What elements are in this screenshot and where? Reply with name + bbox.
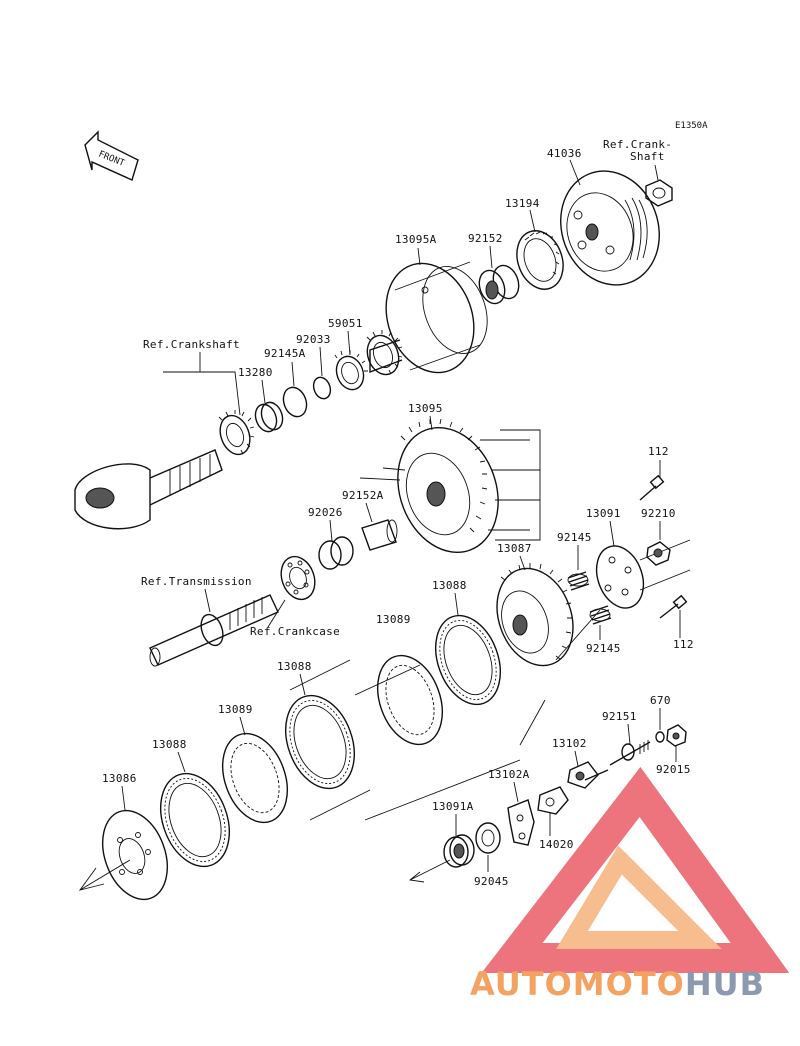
label-ref-transmission: Ref.Transmission <box>141 575 252 588</box>
part-92015-nut <box>666 724 687 747</box>
label-13102: 13102 <box>552 737 587 750</box>
part-670-oring <box>655 731 665 743</box>
part-14020-cam <box>537 786 569 815</box>
watermark-automoto: AUTOMOTOHUB <box>470 965 765 1003</box>
label-92145-bottom: 92145 <box>586 642 621 655</box>
part-13088-friction-plate-left <box>160 772 230 868</box>
part-112-bolt-top <box>639 474 665 501</box>
watermark-part1: AUTOMOTO <box>470 965 685 1003</box>
part-92026-collar <box>318 536 354 570</box>
crankshaft <box>74 449 223 530</box>
label-13280: 13280 <box>238 366 273 379</box>
label-ref-crankcase: Ref.Crankcase <box>250 625 340 638</box>
label-ref-crankshaft: Ref.Crankshaft <box>143 338 240 351</box>
label-92152A: 92152A <box>342 489 384 502</box>
crankshaft-gear <box>218 410 255 456</box>
part-13095A-primary-drum <box>369 261 488 374</box>
diagram-code: E1350A <box>675 121 708 131</box>
label-92210: 92210 <box>641 507 676 520</box>
part-112-bolt-bottom <box>659 594 688 619</box>
part-13088-friction-plate-mid <box>285 694 355 790</box>
label-92045: 92045 <box>474 875 509 888</box>
part-41036-housing <box>560 170 660 286</box>
label-41036: 41036 <box>547 147 582 160</box>
part-13088-friction-plate-upper <box>435 614 501 706</box>
part-92145A-washer <box>312 376 332 400</box>
part-92045-bearing <box>475 822 501 854</box>
label-92033: 92033 <box>296 333 331 346</box>
part-92145-spring-top <box>567 571 590 591</box>
label-13088-top: 13088 <box>432 579 467 592</box>
crankshaft-nut <box>645 179 673 207</box>
part-13089-steel-plate-upper <box>377 654 443 746</box>
part-13086-plate <box>102 809 168 901</box>
part-13087-clutch-hub <box>496 563 574 667</box>
label-112-top: 112 <box>648 445 669 458</box>
label-13087: 13087 <box>497 542 532 555</box>
label-13194: 13194 <box>505 197 540 210</box>
axis-arrow-release <box>408 859 451 883</box>
label-92145-top: 92145 <box>557 531 592 544</box>
part-92152A-sleeve <box>361 519 398 551</box>
watermark-part2: HUB <box>685 965 765 1003</box>
assembly-guide-lines <box>289 659 521 821</box>
label-13086: 13086 <box>102 772 137 785</box>
part-92151-push-rod <box>609 740 651 766</box>
part-13194-bearing <box>516 230 564 290</box>
label-13089-mid: 13089 <box>218 703 253 716</box>
label-13102A: 13102A <box>488 768 530 781</box>
part-13091A-seal <box>443 834 475 868</box>
label-92026: 92026 <box>308 506 343 519</box>
label-13095: 13095 <box>408 402 443 415</box>
label-13089-top: 13089 <box>376 613 411 626</box>
label-13091: 13091 <box>586 507 621 520</box>
part-92145-spring-bottom <box>589 605 612 625</box>
part-13280-spacer <box>254 401 284 433</box>
axis-arrow-plates <box>78 859 131 891</box>
label-112-bottom: 112 <box>673 638 694 651</box>
part-13102A-lever <box>507 799 535 846</box>
label-92152: 92152 <box>468 232 503 245</box>
label-ref-crank-shaft-1: Ref.Crank- <box>603 138 672 151</box>
part-13091-pressure-plate <box>595 539 691 609</box>
front-arrow-icon: FRONT <box>84 130 139 181</box>
label-13088-left: 13088 <box>152 738 187 751</box>
logo-triangle-icon <box>481 766 790 973</box>
part-13095-clutch-housing <box>359 418 541 554</box>
label-92015: 92015 <box>656 763 691 776</box>
label-14020: 14020 <box>539 838 574 851</box>
label-13095A: 13095A <box>395 233 437 246</box>
ball-bearing <box>280 555 316 601</box>
label-13088-mid: 13088 <box>277 660 312 673</box>
automotohub-logo <box>481 766 790 973</box>
label-ref-crank-shaft-2: Shaft <box>630 150 665 163</box>
part-13089-steel-plate-mid <box>222 732 288 824</box>
part-92210-nut <box>646 541 671 566</box>
label-13091A: 13091A <box>432 800 474 813</box>
label-670: 670 <box>650 694 671 707</box>
part-92145A-ring <box>282 386 308 418</box>
label-92145A: 92145A <box>264 347 306 360</box>
label-92151: 92151 <box>602 710 637 723</box>
guide-lines-hub <box>519 609 601 746</box>
part-59051-gear <box>366 330 403 376</box>
label-59051: 59051 <box>328 317 363 330</box>
transmission-shaft <box>149 594 279 667</box>
part-92033-circlip <box>334 350 368 391</box>
part-13102-lifter <box>567 761 609 789</box>
part-92152-bushing <box>478 264 520 305</box>
